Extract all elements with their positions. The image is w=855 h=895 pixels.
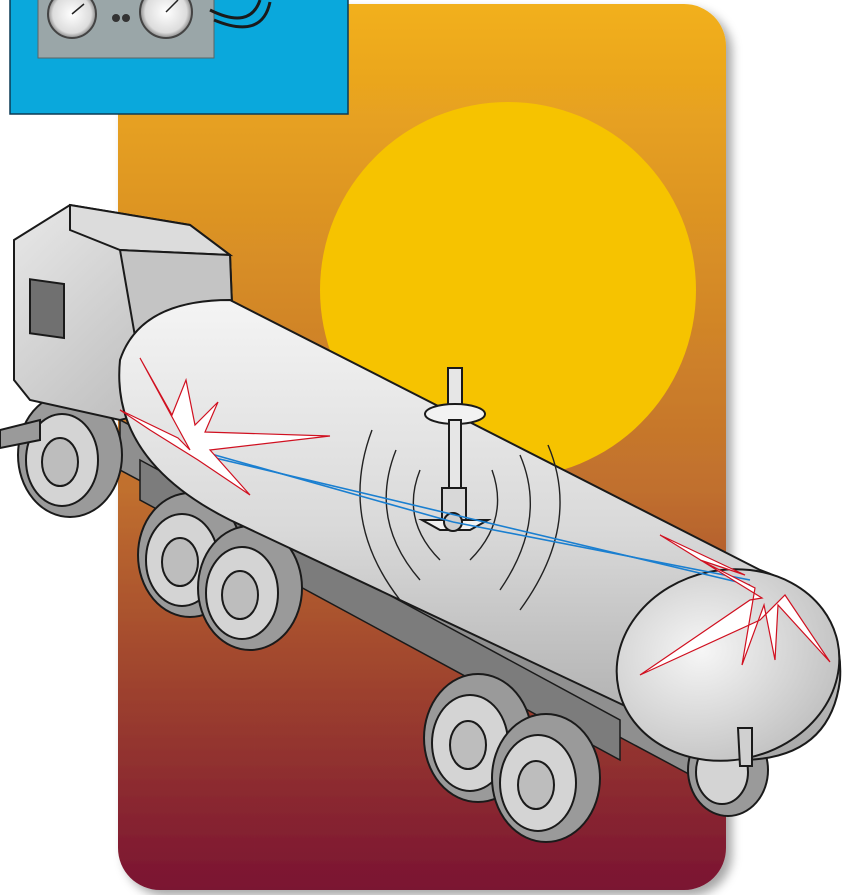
trailer-wheel xyxy=(492,714,600,842)
inset-control-panel xyxy=(10,0,348,114)
cab-window xyxy=(30,279,64,338)
pressure-gauge-icon xyxy=(48,0,96,38)
tank-drain-valve xyxy=(738,728,752,766)
